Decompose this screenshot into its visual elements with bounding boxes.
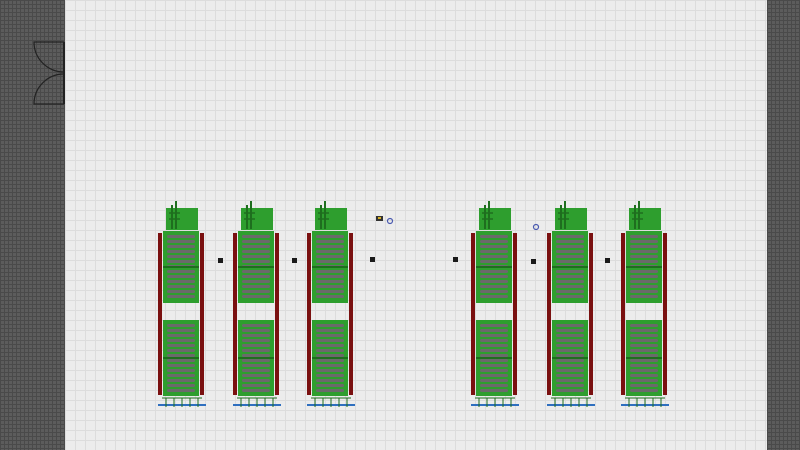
floor-marker-icon xyxy=(453,257,458,262)
storage-rack[interactable] xyxy=(621,195,671,410)
floor-marker-icon xyxy=(605,258,610,263)
floor-marker-icon xyxy=(218,258,223,263)
storage-rack[interactable] xyxy=(471,195,521,410)
storage-rack[interactable] xyxy=(233,195,283,410)
storage-rack[interactable] xyxy=(307,195,357,410)
floor-marker-icon xyxy=(292,258,297,263)
mobile-robot-icon[interactable] xyxy=(531,222,541,232)
storage-rack[interactable] xyxy=(547,195,597,410)
double-swing-door-icon[interactable] xyxy=(30,40,66,106)
floor-marker-icon xyxy=(531,259,536,264)
storage-rack[interactable] xyxy=(158,195,208,410)
right-wall xyxy=(767,0,800,450)
floor-marker-icon xyxy=(370,257,375,262)
mobile-robot-icon[interactable] xyxy=(375,214,395,226)
